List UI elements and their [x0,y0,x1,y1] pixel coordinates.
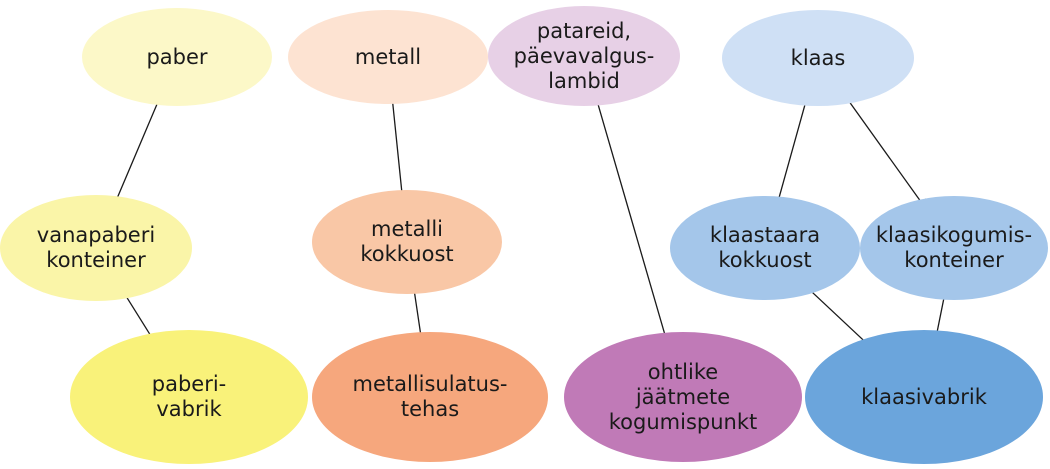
node-paber: paber [82,8,272,106]
node-metall: metall [288,10,488,104]
node-vanapaberi-konteiner: vanapaberi konteiner [0,195,192,301]
node-klaasivabrik: klaasivabrik [805,330,1043,464]
node-metallisulatustehas: metallisulatus- tehas [312,332,548,462]
edge-paber-to-vanapaberi [111,91,163,209]
node-klaastaara-kokkuost: klaastaara kokkuost [670,196,860,300]
edge-metall-to-metalli_kokkuost [390,90,408,203]
node-klaasikogumis-konteiner: klaasikogumis- konteiner [860,196,1048,300]
node-ohtlike-jaatmete-kogumispunkt: ohtlike jäätmete kogumispunkt [564,332,802,462]
edge-klaas-to-klaasikogumis [840,90,928,212]
node-paberivabrik: paberi- vabrik [70,330,308,464]
edge-patareid-to-ohtlike [593,91,672,349]
node-patareid: patareid, päevavalgus- lambid [488,6,680,106]
node-klaas: klaas [722,10,914,106]
edge-klaas-to-klaastaara [773,92,810,210]
node-metalli-kokkuost: metalli kokkuost [312,190,502,294]
